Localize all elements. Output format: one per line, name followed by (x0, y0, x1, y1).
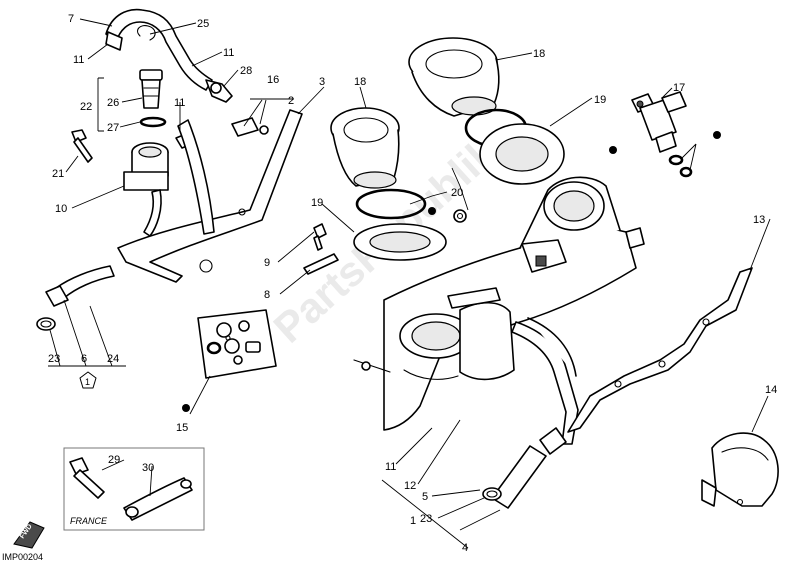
clip-8 (303, 253, 339, 275)
throttle-body-assembly (353, 176, 645, 445)
sensor-mount-10 (123, 142, 169, 191)
callout-8: 8 (264, 289, 270, 301)
callout-14: 14 (765, 384, 777, 396)
callout-2: 2 (288, 95, 294, 107)
callout-13: 13 (753, 214, 765, 226)
callout-labels: 7 25 11 11 28 22 26 11 27 21 10 16 2 3 1… (48, 13, 777, 554)
intake-flange-19-rear (479, 123, 565, 185)
screw-9 (313, 223, 327, 251)
callout-25: 25 (197, 18, 209, 30)
group-marker-1: 1 (79, 371, 97, 389)
callout-11: 11 (73, 54, 84, 66)
intake-flange-19-front (353, 223, 447, 261)
callout-15: 15 (176, 422, 188, 434)
group-marker-label: 1 (85, 377, 90, 387)
callout-18: 18 (354, 76, 366, 88)
callout-6: 6 (81, 353, 87, 365)
france-inset: FRANCE (63, 447, 205, 531)
callout-3: 3 (319, 76, 325, 88)
o-ring-20-front (355, 188, 427, 220)
callout-21: 21 (52, 168, 64, 180)
callout-11: 11 (385, 461, 396, 473)
breather-hose-7 (105, 8, 213, 91)
bracket-3 (117, 109, 303, 283)
o-ring-17b (679, 166, 693, 178)
hose-clip-25 (137, 25, 156, 41)
callout-24: 24 (107, 353, 119, 365)
callout-19: 19 (594, 94, 606, 106)
kit-marker-dot (428, 207, 436, 215)
callout-18: 18 (533, 48, 545, 60)
callout-22: 22 (80, 101, 92, 113)
callout-26: 26 (107, 97, 119, 109)
kit-marker-dot (713, 131, 721, 139)
callout-27: 27 (107, 122, 119, 134)
clamp-23-lower (482, 487, 502, 501)
callout-23: 23 (420, 513, 432, 525)
bracket-13 (567, 267, 753, 433)
callout-30: 30 (142, 462, 154, 474)
fwd-badge: FWD (13, 521, 45, 549)
callout-5: 5 (422, 491, 428, 503)
leader-lines (48, 18, 771, 549)
fitting-28 (205, 79, 233, 103)
hose-4 (491, 427, 567, 509)
callout-7: 7 (68, 13, 74, 25)
injector-17 (631, 91, 687, 153)
france-label: FRANCE (70, 516, 108, 526)
hose-6 (45, 265, 115, 307)
callout-29: 29 (108, 454, 120, 466)
callout-4: 4 (462, 542, 468, 554)
velocity-stack-18-front (330, 107, 400, 189)
callout-23: 23 (48, 353, 60, 365)
cover-14 (701, 432, 779, 507)
sensor-26 (139, 69, 163, 109)
screw-21 (71, 129, 93, 163)
hose-12 (527, 317, 577, 377)
callout-19: 19 (311, 197, 323, 209)
callout-20: 20 (451, 187, 463, 199)
callout-12: 12 (404, 480, 416, 492)
velocity-stack-18-rear (408, 37, 500, 117)
gasket-kit-15 (197, 309, 277, 379)
callout-28: 28 (240, 65, 252, 77)
diagram-code: IMP00204 (2, 552, 43, 562)
callout-1: 1 (410, 515, 416, 527)
callout-16: 16 (267, 74, 279, 86)
callout-9: 9 (264, 257, 270, 269)
kit-marker-dot (609, 146, 617, 154)
kit-marker-dot (182, 404, 190, 412)
o-ring-17a (668, 154, 684, 166)
callout-11: 11 (223, 47, 234, 59)
callout-11: 11 (174, 97, 185, 109)
clamp-23 (36, 317, 56, 331)
o-ring-27 (139, 116, 167, 128)
spacer-20 (453, 209, 467, 223)
callout-10: 10 (55, 203, 67, 215)
callout-17: 17 (673, 82, 685, 94)
